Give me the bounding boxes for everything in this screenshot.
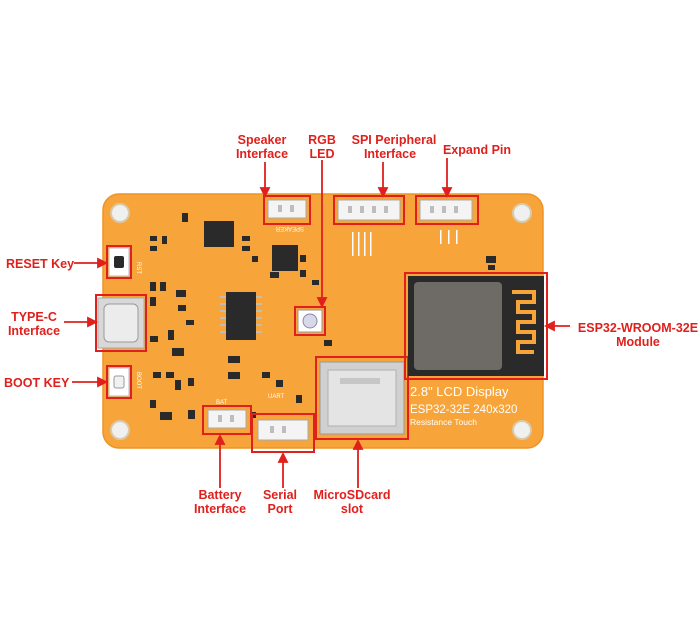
esp32-module-part [404, 272, 548, 380]
label-typec-line1: TYPE-C [11, 310, 57, 324]
label-microsd-line2: slot [341, 502, 364, 516]
ic-chip-top [204, 221, 234, 247]
lcd-title: 2.8" LCD Display [410, 384, 509, 399]
ic-chip-regulator [272, 245, 298, 271]
label-speaker-line1: Speaker [238, 133, 287, 147]
label-rgb-line1: RGB [308, 133, 336, 147]
label-spi-line1: SPI Peripheral [352, 133, 437, 147]
battery-connector-part: BAT [202, 400, 252, 435]
label-battery-line1: Battery [198, 488, 241, 502]
mounting-holes [110, 203, 532, 440]
microsd-slot-part [315, 356, 409, 440]
label-esp-line2: Module [616, 335, 660, 349]
label-speaker-line2: Interface [236, 147, 288, 161]
lcd-touch: Resistance Touch [410, 417, 477, 427]
label-spi-line2: Interface [364, 147, 416, 161]
silk-bat: BAT [216, 400, 228, 406]
ic-pins [220, 296, 262, 333]
speaker-connector-part: SPEAKER [263, 195, 311, 231]
label-battery-line2: Interface [194, 502, 246, 516]
silk-boot: BOOT [135, 372, 141, 389]
label-microsd-line1: MicroSDcard [313, 488, 390, 502]
label-boot: BOOT KEY [4, 376, 70, 390]
label-typec-line2: Interface [8, 324, 60, 338]
label-serial-line2: Port [268, 502, 294, 516]
lcd-model: ESP32-32E 240x320 [410, 404, 517, 416]
silk-uart: UART [268, 394, 285, 400]
label-esp-line1: ESP32-WROOM-32E [578, 321, 698, 335]
label-rgb-line2: LED [310, 147, 335, 161]
silk-rst: RST [135, 262, 141, 274]
reset-button-part: RST [106, 245, 141, 279]
label-reset: RESET Key [6, 257, 74, 271]
label-serial-line1: Serial [263, 488, 297, 502]
callout-arrows [64, 158, 570, 488]
spi-connector-part [333, 195, 405, 256]
ic-chip-usb [226, 292, 256, 340]
label-expand: Expand Pin [443, 143, 511, 157]
typec-connector-part [95, 294, 147, 352]
smd-components [150, 213, 496, 420]
callout-labels: Speaker Interface RGB LED SPI Peripheral… [4, 133, 698, 516]
rgb-led-part [294, 306, 326, 336]
silk-speaker: SPEAKER [275, 225, 304, 231]
pcb-board [102, 193, 544, 449]
